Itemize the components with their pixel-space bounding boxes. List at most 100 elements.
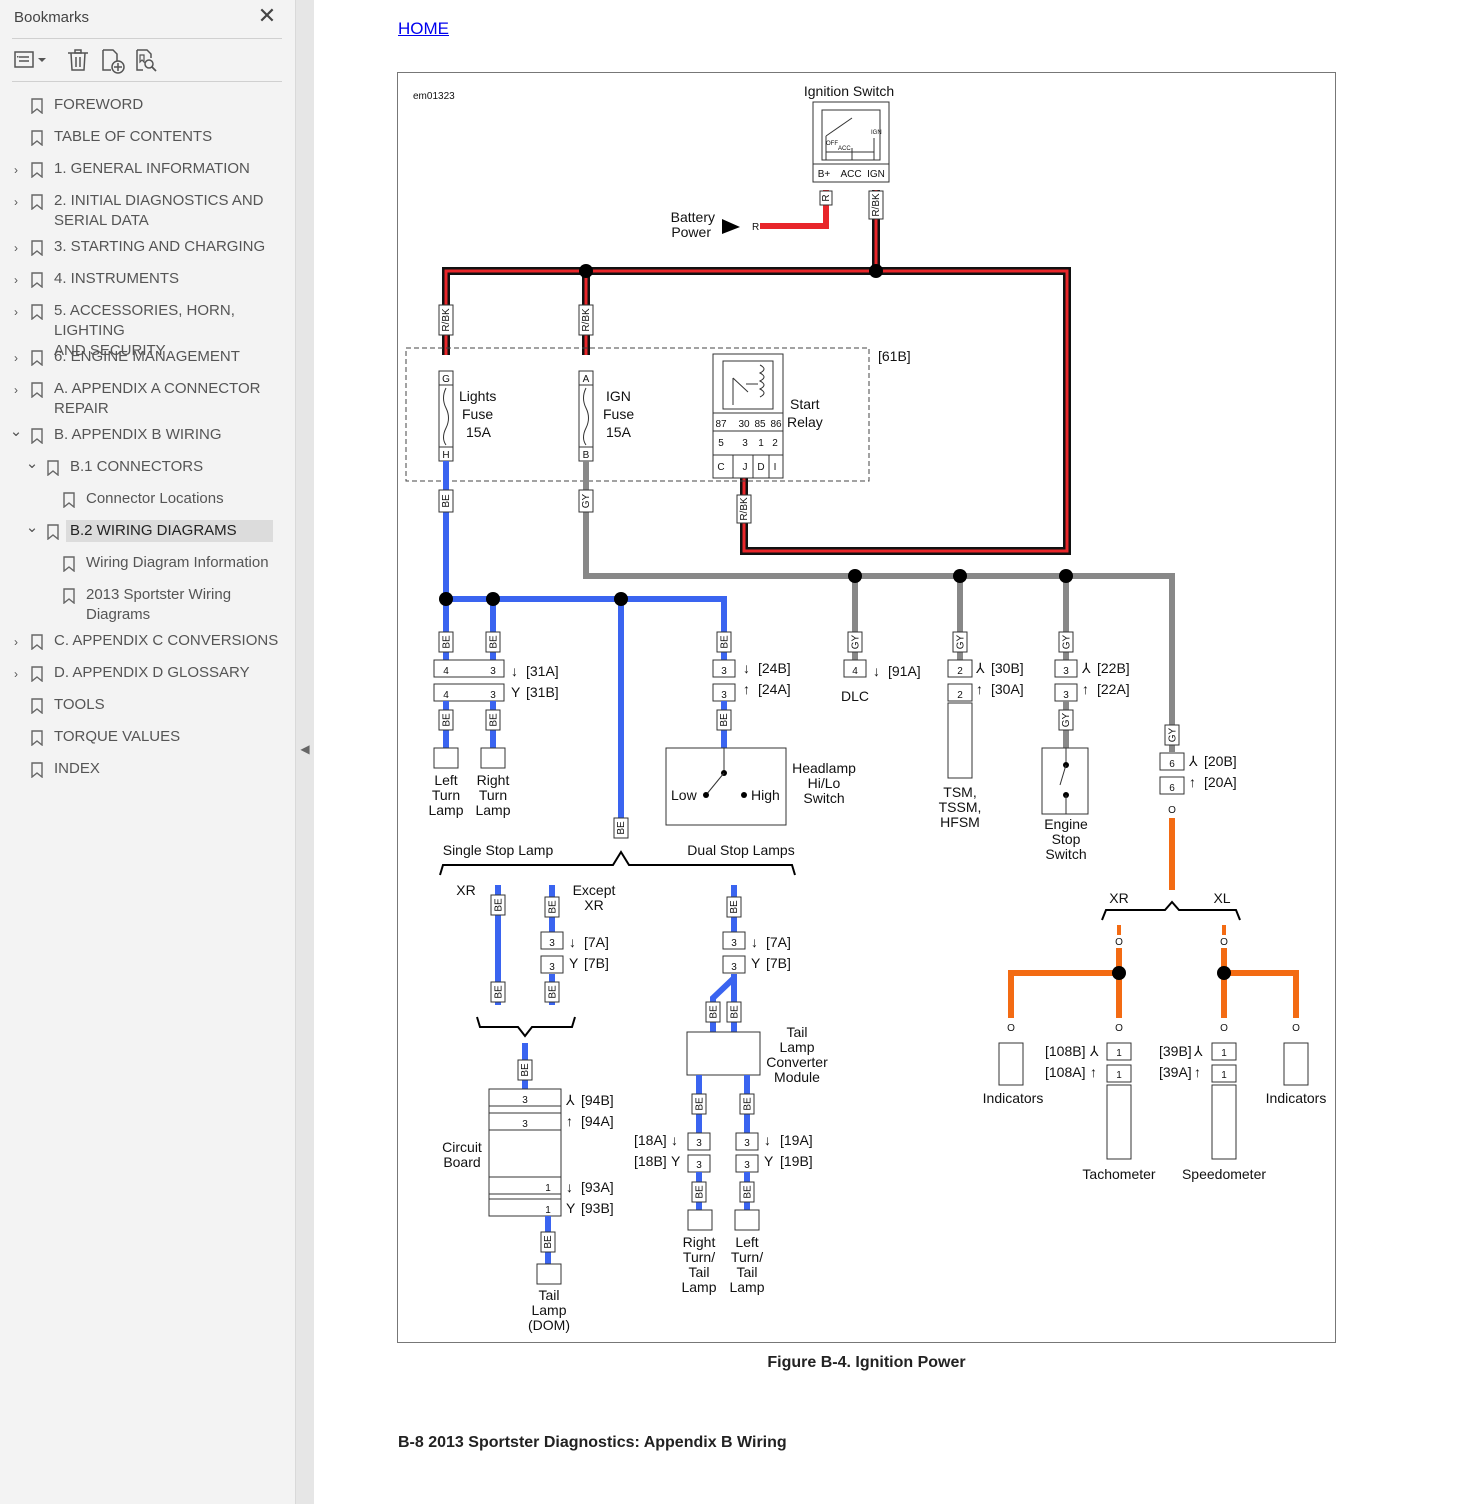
connector-24B <box>712 659 736 678</box>
wire-color-label: BE <box>695 1185 706 1199</box>
find-bookmark-icon[interactable] <box>130 44 162 76</box>
fuse-label: 15A <box>466 424 492 440</box>
wire-label-bg <box>578 304 594 336</box>
chevron-down-icon[interactable]: ⌄ <box>25 455 39 472</box>
wire-gray <box>583 461 1175 752</box>
chevron-right-icon[interactable]: › <box>14 195 18 209</box>
connector-y-icon: Y <box>671 1153 681 1169</box>
chevron-right-icon[interactable]: › <box>14 351 18 365</box>
close-icon[interactable]: ✕ <box>257 3 277 28</box>
wire-color-label: BE <box>441 494 452 508</box>
splice-dot <box>953 569 967 583</box>
chevron-right-icon[interactable]: › <box>14 305 18 319</box>
variant-label: XR <box>456 882 475 898</box>
wire-label-bg <box>438 631 454 653</box>
pin-number: 1 <box>1221 1070 1227 1081</box>
bookmark-icon <box>63 492 75 509</box>
splice-dot <box>1059 569 1073 583</box>
collapse-panel-icon[interactable]: ◀ <box>300 742 310 756</box>
bookmark-label: 5. ACCESSORIES, HORN, LIGHTING AND SECUR… <box>54 302 235 359</box>
wire-color-label: O <box>1220 937 1228 948</box>
connector-id: [22B] <box>1097 660 1130 676</box>
wire-label-bg <box>540 1231 556 1253</box>
speedometer <box>1211 1084 1237 1160</box>
home-link[interactable]: HOME <box>398 19 449 38</box>
bookmark-icon <box>31 666 43 683</box>
connector-y-icon: ⅄ <box>1081 660 1091 676</box>
right-turn-lamp-label: Right <box>477 772 510 788</box>
connector-arrow-icon: ↓ <box>671 1132 678 1148</box>
fuse-element-icon <box>583 387 589 446</box>
wire-label-bg <box>1058 631 1074 653</box>
left-turn-lamp-label: Turn <box>432 787 460 803</box>
bookmark-icon <box>31 304 43 321</box>
add-bookmark-icon[interactable] <box>96 44 128 76</box>
wire-color-label: BE <box>489 713 500 727</box>
pin-label: B+ <box>818 169 831 180</box>
circuit-board-label: Circuit <box>442 1139 482 1155</box>
pin-number: 3 <box>490 690 496 701</box>
wire-label-bg <box>819 190 833 206</box>
tail-lamp-dom-label: Tail <box>538 1287 559 1303</box>
chevron-down-icon[interactable]: ⌄ <box>9 423 23 440</box>
bookmark-label: 1. GENERAL INFORMATION <box>54 160 250 177</box>
connector-id: [7A] <box>766 934 791 950</box>
connector-y-icon: ⅄ <box>565 1092 575 1108</box>
splice-dot <box>1217 966 1231 980</box>
connector-7B <box>540 955 564 974</box>
bookmark-icon <box>31 98 43 115</box>
wire-label-bg <box>613 817 629 839</box>
wire-label-bg <box>716 709 732 731</box>
right-turn-lamp-label: Turn <box>479 787 507 803</box>
pin-number: 3 <box>731 938 737 949</box>
chevron-right-icon[interactable]: › <box>14 667 18 681</box>
delete-bookmark-icon[interactable] <box>62 44 94 76</box>
chevron-down-icon[interactable]: ⌄ <box>25 519 39 536</box>
connector-id: [7B] <box>766 955 791 971</box>
connector-31B <box>433 683 505 702</box>
bookmark-icon <box>31 130 43 147</box>
pin-number: 1 <box>545 1183 551 1194</box>
wire-label-bg <box>490 894 506 916</box>
single-stop-label: Single Stop Lamp <box>443 842 554 858</box>
pin-number: 3 <box>549 962 555 973</box>
connector-arrow-icon: ↑ <box>976 681 983 697</box>
wire-label-bg <box>438 304 454 336</box>
bookmark-label: B.2 WIRING DIAGRAMS <box>66 520 273 542</box>
switch-contact <box>703 792 709 798</box>
connector-arrow-icon: ↑ <box>1082 681 1089 697</box>
chevron-right-icon[interactable]: › <box>14 241 18 255</box>
connector-id: [39A] <box>1159 1064 1192 1080</box>
wire-color-label: BE <box>730 1005 741 1019</box>
chevron-right-icon[interactable]: › <box>14 163 18 177</box>
connector-93B <box>488 1198 562 1217</box>
bookmark-label: C. APPENDIX C CONVERSIONS <box>54 632 279 649</box>
diagram-line <box>705 772 725 796</box>
relay-label: Start <box>790 396 820 412</box>
wire-red <box>760 190 829 229</box>
connector-arrow-icon: ↑ <box>743 681 750 697</box>
connector-y-icon: ⅄ <box>1188 753 1198 769</box>
chevron-right-icon[interactable]: › <box>14 273 18 287</box>
ignition-switch-label: Ignition Switch <box>804 83 894 99</box>
left-turn-lamp <box>433 747 459 769</box>
bookmark-icon <box>47 460 59 477</box>
wire-label-bg <box>544 981 560 1003</box>
connector-id: [18A] <box>634 1132 667 1148</box>
bookmark-label: TORQUE VALUES <box>54 728 181 745</box>
chevron-right-icon[interactable]: › <box>14 635 18 649</box>
wire-label-bg <box>736 494 752 524</box>
pin-number: 3 <box>721 666 727 677</box>
fuse-label: IGN <box>606 388 631 404</box>
connector-id: [94B] <box>581 1092 614 1108</box>
panel-splitter[interactable]: ◀ <box>296 0 314 1504</box>
wire-label-bg <box>485 631 501 653</box>
options-menu-icon[interactable] <box>10 44 50 76</box>
chevron-right-icon[interactable]: › <box>14 383 18 397</box>
left-turn-tail-label: Turn/ <box>731 1249 763 1265</box>
connector-y-icon: Y <box>751 955 761 971</box>
connector-id: [19A] <box>780 1132 813 1148</box>
splice-dot <box>1112 966 1126 980</box>
fuse-terminal: G <box>442 374 450 385</box>
bookmark-label: A. APPENDIX A CONNECTOR REPAIR <box>54 380 261 417</box>
